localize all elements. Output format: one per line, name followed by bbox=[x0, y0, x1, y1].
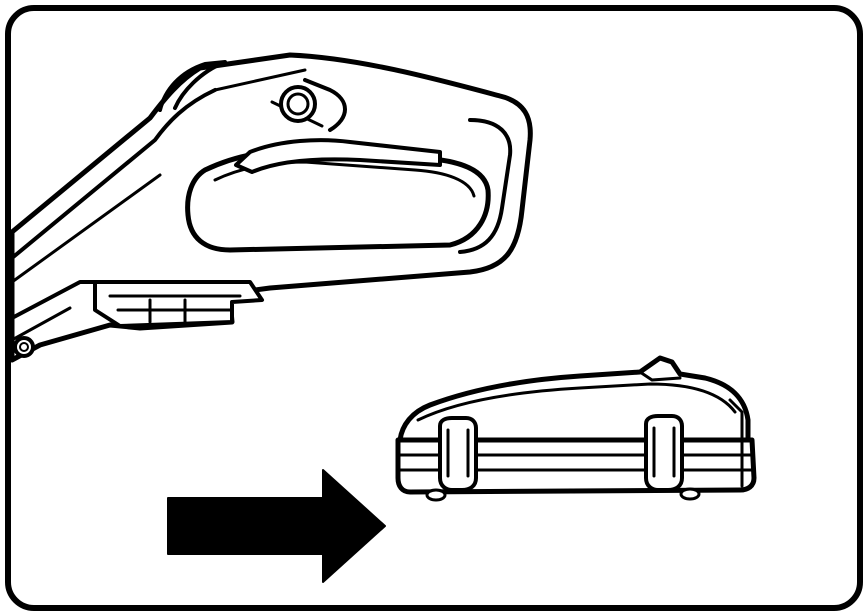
frame-border bbox=[5, 5, 863, 611]
right-arrow-icon bbox=[167, 469, 386, 583]
battery-pack-icon bbox=[395, 355, 757, 502]
cordless-tool-handle-icon bbox=[9, 52, 533, 363]
tool-button-icon bbox=[279, 85, 317, 123]
